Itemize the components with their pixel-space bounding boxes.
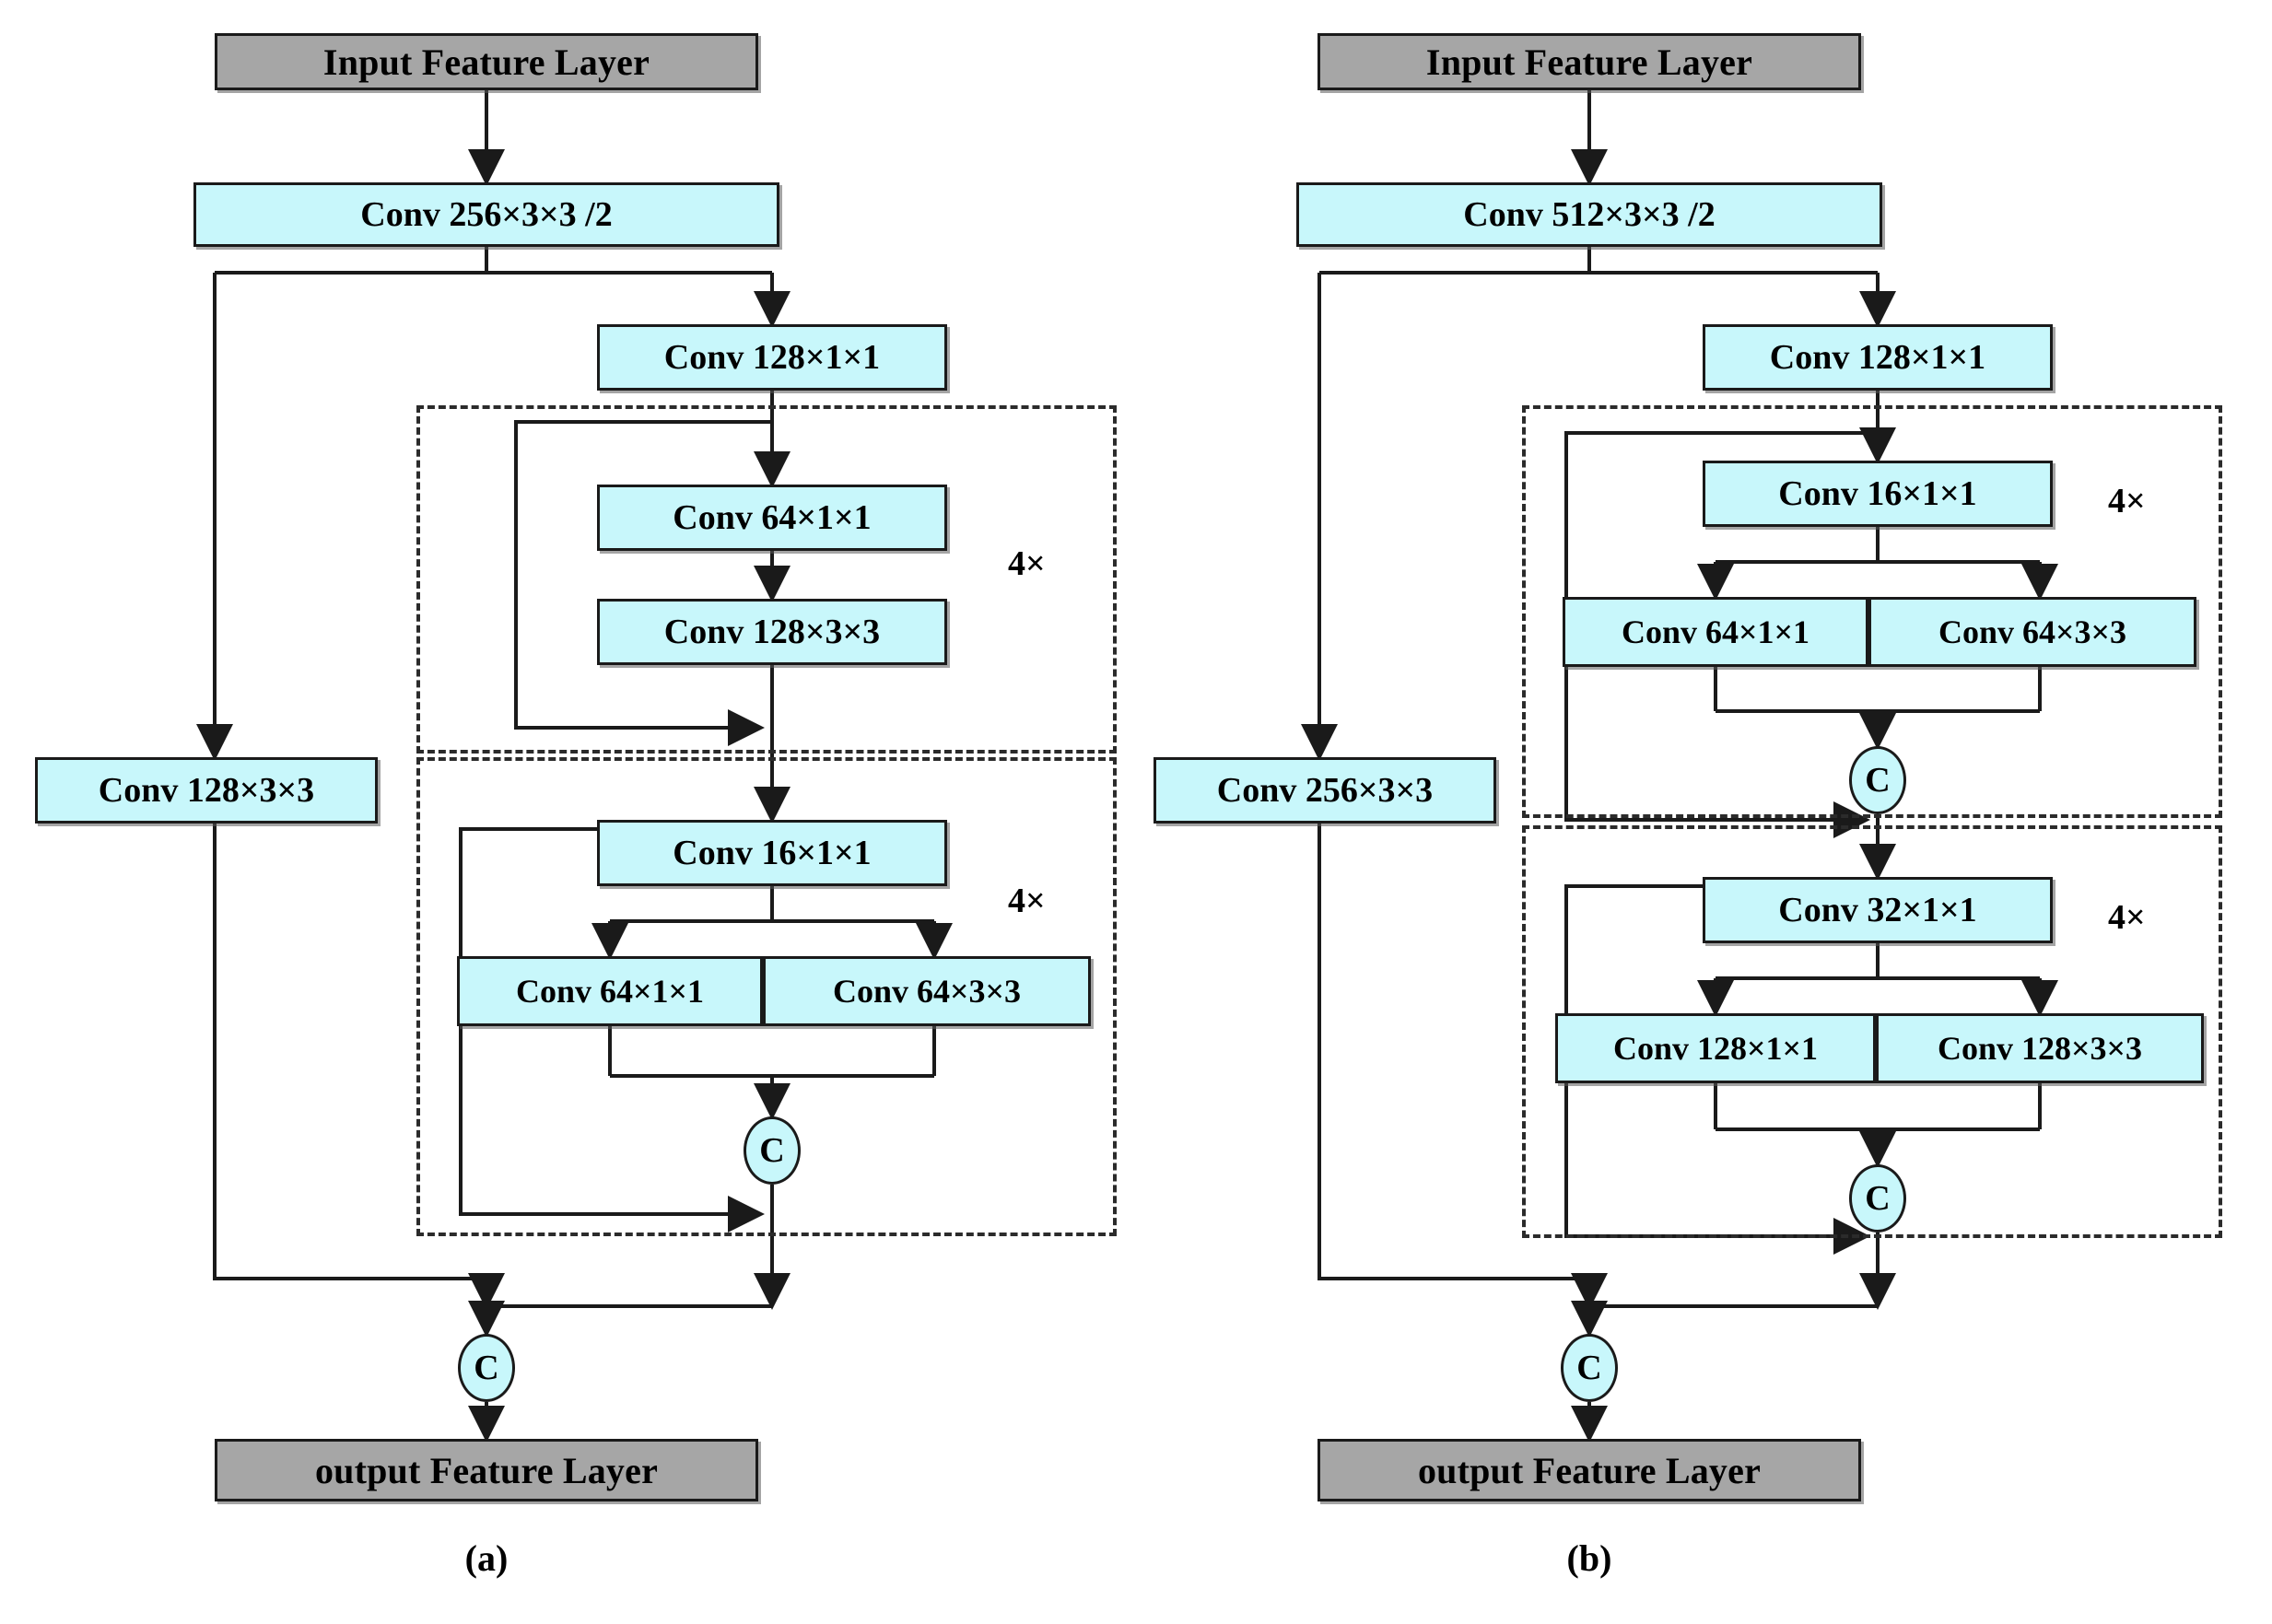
panel-a-block1-repeat-label: 4× [1008,544,1046,583]
panel-b-input-feature-layer: Input Feature Layer [1318,33,1861,90]
panel-a-branch-conv: Conv 128×3×3 [35,757,378,824]
panel-b-block1-left-conv: Conv 64×1×1 [1563,597,1868,667]
panel-b-block1-repeat-label: 4× [2108,482,2146,520]
panel-b-branch-conv: Conv 256×3×3 [1154,757,1496,824]
panel-b-block1-right-conv: Conv 64×3×3 [1868,597,2196,667]
panel-a-block2-concat-node: C [744,1116,801,1185]
panel-b-block2-repeat-label: 4× [2108,898,2146,937]
panel-b-output-feature-layer: output Feature Layer [1318,1439,1861,1501]
panel-b-block-2-dashed-group [1522,825,2222,1238]
panel-a-block1-layer-2: Conv 128×3×3 [597,599,947,665]
panel-a-neck-conv: Conv 128×1×1 [597,324,947,391]
panel-a-block-1-dashed-group [416,405,1117,754]
panel-a-final-concat-node: C [458,1334,515,1402]
panel-a-block1-layer-1: Conv 64×1×1 [597,485,947,551]
panel-b-block2-left-conv: Conv 128×1×1 [1555,1013,1876,1083]
panel-b-block2-right-conv: Conv 128×3×3 [1876,1013,2204,1083]
panel-b-caption: (b) [1566,1537,1612,1579]
panel-b-block2-concat-node: C [1849,1164,1906,1233]
panel-b-stem-conv: Conv 512×3×3 /2 [1296,182,1882,247]
panel-a-caption: (a) [464,1537,509,1579]
panel-b-block1-head-conv: Conv 16×1×1 [1703,461,2053,527]
panel-a-input-feature-layer: Input Feature Layer [215,33,758,90]
panel-b-neck-conv: Conv 128×1×1 [1703,324,2053,391]
panel-b-block-1-dashed-group [1522,405,2222,818]
panel-a-block2-left-conv: Conv 64×1×1 [457,956,763,1026]
panel-a-block2-right-conv: Conv 64×3×3 [763,956,1091,1026]
panel-a-output-feature-layer: output Feature Layer [215,1439,758,1501]
panel-a-block2-head-conv: Conv 16×1×1 [597,820,947,886]
panel-b-block2-head-conv: Conv 32×1×1 [1703,877,2053,943]
panel-a-block2-repeat-label: 4× [1008,882,1046,920]
panel-a-block-2-dashed-group [416,757,1117,1236]
panel-a-stem-conv: Conv 256×3×3 /2 [193,182,779,247]
panel-b-final-concat-node: C [1561,1334,1618,1402]
panel-b-block1-concat-node: C [1849,746,1906,814]
